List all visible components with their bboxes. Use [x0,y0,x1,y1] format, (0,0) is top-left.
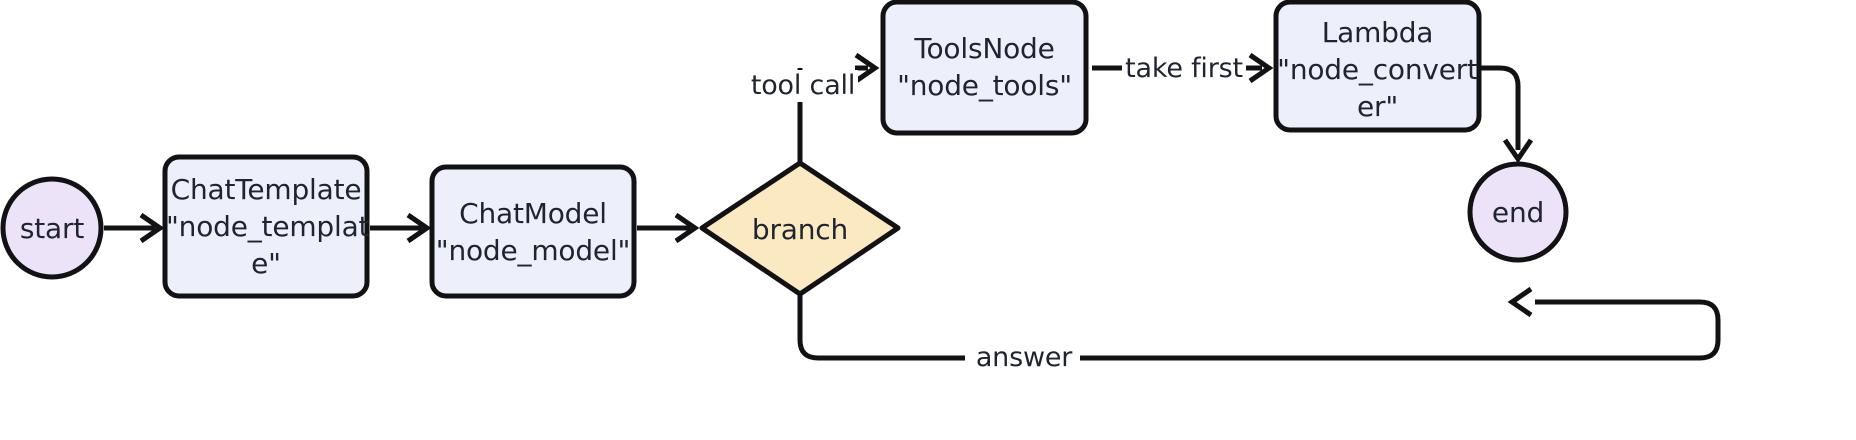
edge-branch-to-node_tools [797,52,880,163]
edge-start-to-node_template [104,212,165,244]
edge-node_converter-to-end [1481,65,1534,164]
edge-node_template-to-node_model [370,212,432,244]
node-branch[interactable] [699,160,901,297]
node-node_converter[interactable] [1273,0,1482,133]
node-node_template[interactable] [162,154,370,299]
node-end[interactable] [1467,161,1569,263]
edge-node_model-to-branch [637,212,700,244]
edge-branch-to-end [797,286,1721,361]
node-node_model[interactable] [429,164,637,299]
node-node_tools[interactable] [880,0,1089,136]
edge-node_tools-to-node_converter [1092,52,1274,84]
node-start[interactable] [0,176,104,280]
